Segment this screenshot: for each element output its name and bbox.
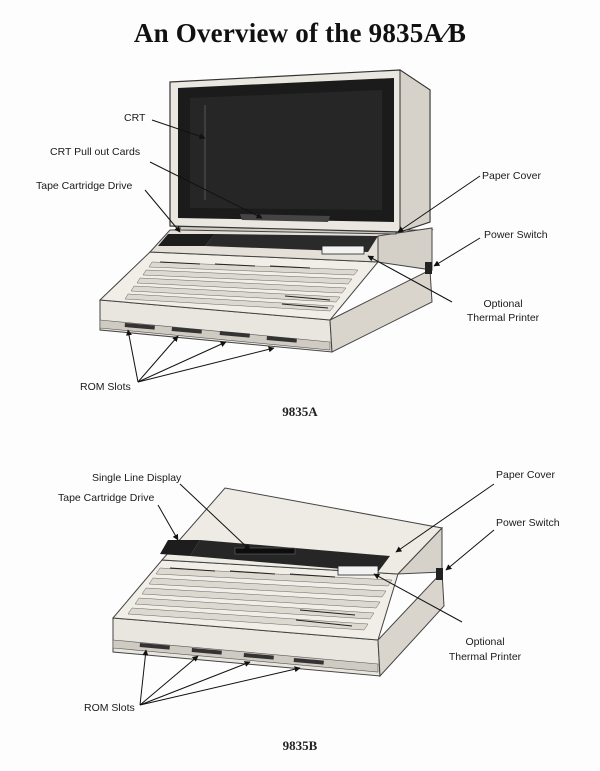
label-thermal-printer-a: Thermal Printer — [466, 312, 540, 324]
label-rom-slots-a: ROM Slots — [80, 381, 131, 393]
label-power-switch-a: Power Switch — [484, 229, 548, 241]
caption-9835b: 9835B — [282, 738, 318, 753]
label-optional-b: Optional — [465, 636, 505, 648]
label-crt: CRT — [124, 112, 146, 124]
caption-9835a: 9835A — [282, 404, 318, 419]
computer-9835b-illustration — [111, 487, 445, 678]
label-power-switch-b: Power Switch — [496, 517, 560, 529]
label-rom-slots-b: ROM Slots — [84, 702, 135, 714]
label-paper-cover-a: Paper Cover — [482, 170, 541, 182]
page-title: An Overview of the 9835A∕B — [133, 18, 467, 48]
label-thermal-printer-b: Thermal Printer — [448, 651, 522, 663]
label-paper-cover-b: Paper Cover — [496, 469, 555, 481]
computer-9835a-illustration — [98, 69, 434, 353]
leader-lines-9835a — [126, 119, 481, 383]
label-tape-cartridge-drive-a: Tape Cartridge Drive — [36, 180, 133, 192]
label-tape-cartridge-drive-b: Tape Cartridge Drive — [58, 492, 155, 504]
leader-lines-9835b — [139, 483, 495, 706]
label-single-line-display: Single Line Display — [92, 472, 182, 484]
label-optional-a: Optional — [483, 298, 523, 310]
label-crt-pull-out-cards: CRT Pull out Cards — [50, 146, 141, 158]
